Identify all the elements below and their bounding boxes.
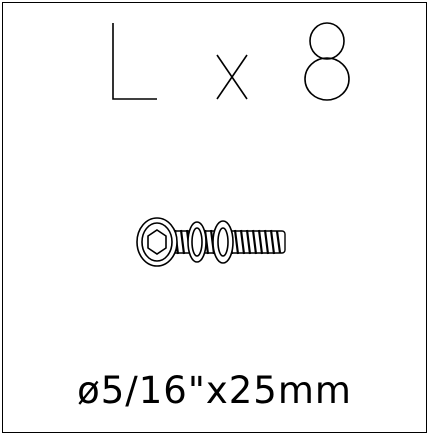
screw-head bbox=[136, 217, 178, 267]
hardware-card: L x 8 bbox=[2, 2, 427, 433]
lock-washer bbox=[187, 221, 207, 263]
title-line-art bbox=[111, 22, 350, 101]
flat-washer bbox=[212, 220, 234, 264]
button-head-hex-socket-screw-with-washers-icon bbox=[136, 217, 286, 267]
size-specification: ø5/16"x25mm bbox=[77, 369, 352, 412]
quantity-label: L x 8 bbox=[3, 21, 426, 103]
